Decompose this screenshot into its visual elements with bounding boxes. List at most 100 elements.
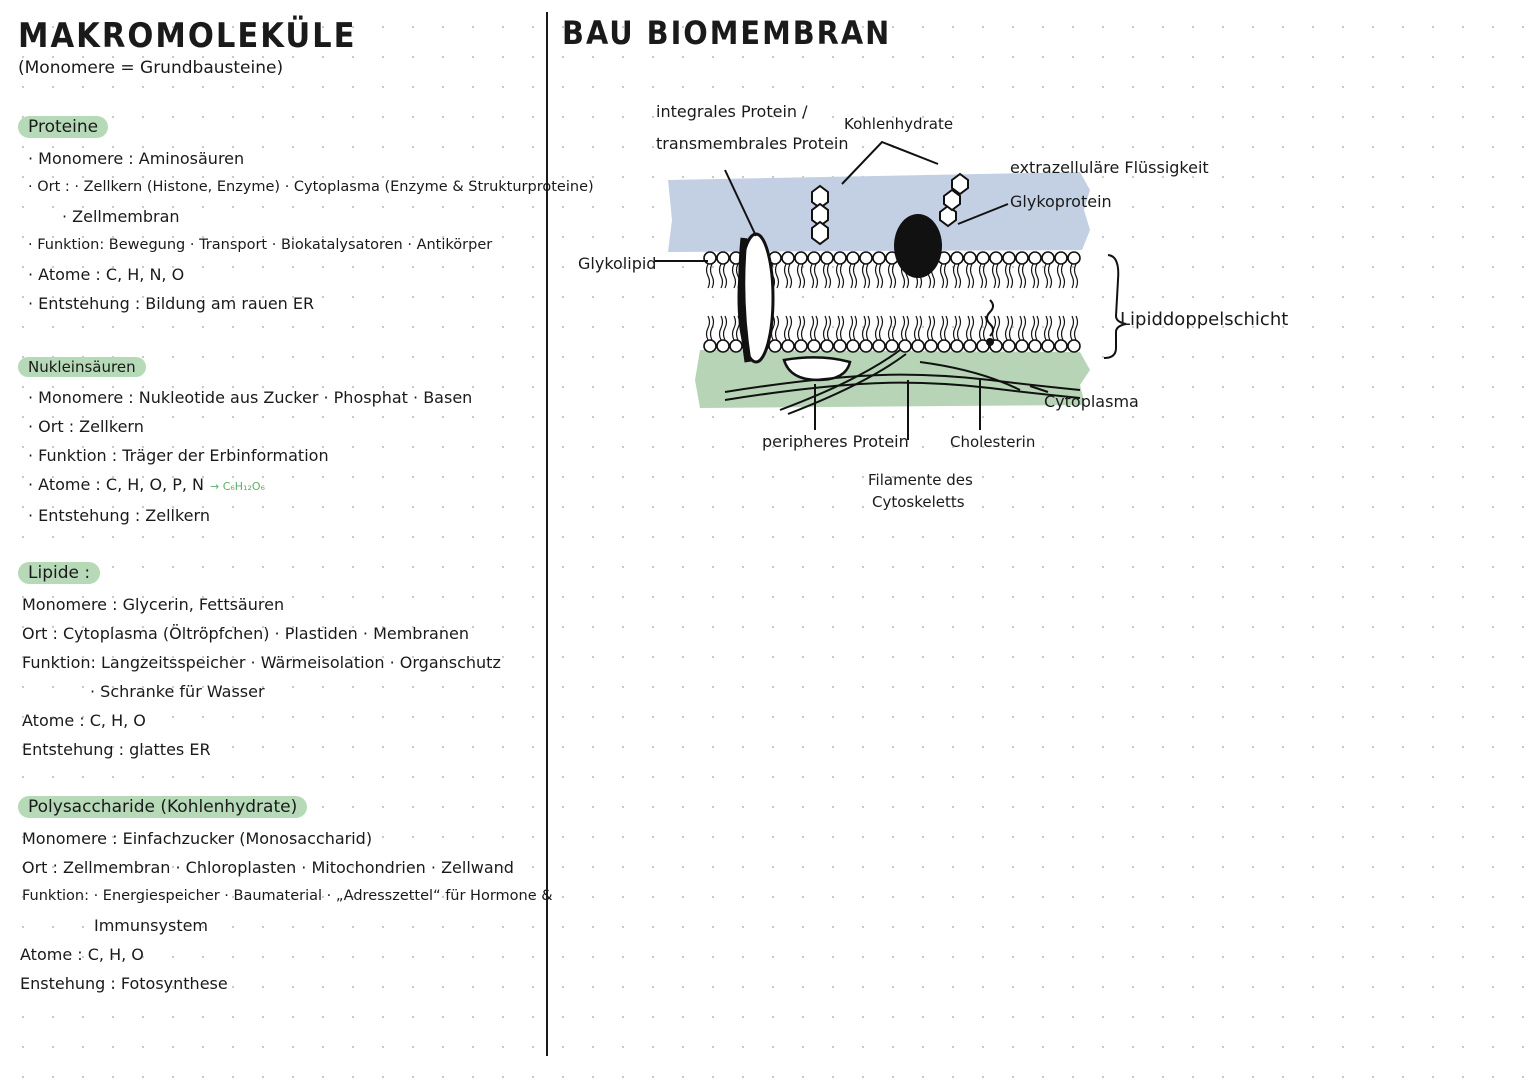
section-line: · Entstehung : Bildung am rauen ER bbox=[28, 294, 315, 313]
section-line: Enstehung : Fotosynthese bbox=[20, 974, 228, 993]
section-line: Immunsystem bbox=[94, 916, 209, 935]
phospholipid-tail bbox=[939, 263, 949, 289]
phospholipid-tail bbox=[978, 263, 988, 289]
section-heading: Polysaccharide (Kohlenhydrate) bbox=[18, 796, 308, 818]
phospholipid-tail bbox=[718, 263, 728, 289]
phospholipid-tail bbox=[991, 263, 1001, 289]
phospholipid-head bbox=[703, 251, 717, 265]
phospholipid-head bbox=[794, 251, 808, 265]
phospholipid-head bbox=[1041, 339, 1055, 353]
label-peripheral-protein: peripheres Protein bbox=[762, 432, 909, 451]
phospholipid-head bbox=[859, 339, 873, 353]
label-lipid-bilayer: Lipiddoppelschicht bbox=[1120, 309, 1289, 330]
phospholipid-head bbox=[976, 339, 990, 353]
phospholipid-head bbox=[768, 339, 782, 353]
phospholipid-tail bbox=[783, 315, 793, 341]
glucose-formula: → C₆H₁₂O₆ bbox=[210, 480, 265, 493]
phospholipid-head bbox=[1054, 251, 1068, 265]
section-line: Atome : C, H, O bbox=[22, 711, 146, 730]
section-line: Atome : C, H, O bbox=[20, 945, 144, 964]
phospholipid-tail bbox=[1030, 263, 1040, 289]
section-line: · Monomere : Nukleotide aus Zucker · Pho… bbox=[28, 388, 473, 407]
phospholipid-tail bbox=[1056, 315, 1066, 341]
phospholipid-head bbox=[703, 339, 717, 353]
phospholipid-tail bbox=[822, 315, 832, 341]
label-carbohydrates: Kohlenhydrate bbox=[844, 115, 954, 133]
section-line: Ort : Zellmembran · Chloroplasten · Mito… bbox=[22, 858, 514, 877]
phospholipid-tail bbox=[887, 315, 897, 341]
phospholipid-tail bbox=[783, 263, 793, 289]
phospholipid-tail bbox=[1069, 263, 1079, 289]
section-line: · Entstehung : Zellkern bbox=[28, 506, 210, 525]
phospholipid-tail bbox=[1017, 315, 1027, 341]
phospholipid-head bbox=[872, 339, 886, 353]
phospholipid-head bbox=[846, 339, 860, 353]
phospholipid-tail bbox=[978, 315, 988, 341]
atoms-text: · Atome : C, H, O, P, N bbox=[28, 475, 204, 494]
phospholipid-tail bbox=[900, 315, 910, 341]
phospholipid-head bbox=[1028, 251, 1042, 265]
phospholipid-tail bbox=[1004, 263, 1014, 289]
label-extracellular-fluid: extrazelluläre Flüssigkeit bbox=[1010, 158, 1209, 177]
left-column: MAKROMOLEKÜLE (Monomere = Grundbausteine… bbox=[18, 16, 538, 78]
phospholipid-head bbox=[1028, 339, 1042, 353]
leader-lines bbox=[655, 140, 1049, 440]
section-line: · Funktion: Bewegung · Transport · Bioka… bbox=[28, 237, 493, 253]
phospholipid-tail bbox=[796, 263, 806, 289]
phospholipid-head bbox=[729, 339, 743, 353]
phospholipid-tail bbox=[1030, 315, 1040, 341]
phospholipid-head bbox=[833, 251, 847, 265]
phospholipid-tail bbox=[965, 315, 975, 341]
phospholipid-tail bbox=[718, 315, 728, 341]
phospholipid-head bbox=[833, 339, 847, 353]
phospholipid-head bbox=[716, 339, 730, 353]
phospholipid-tail bbox=[705, 315, 715, 341]
section-heading: Lipide : bbox=[18, 562, 101, 584]
extracellular-region bbox=[668, 172, 1090, 252]
phospholipid-head bbox=[1002, 251, 1016, 265]
section-lipide: Lipide : Monomere : Glycerin, Fettsäuren… bbox=[18, 562, 538, 764]
phospholipid-tail bbox=[1056, 263, 1066, 289]
glycoprotein-carbohydrate-chain bbox=[939, 172, 969, 228]
phospholipid-head bbox=[807, 251, 821, 265]
phospholipid-tail bbox=[887, 263, 897, 289]
phospholipid-head bbox=[1054, 339, 1068, 353]
phospholipid-head bbox=[1041, 251, 1055, 265]
phospholipid-tail bbox=[835, 263, 845, 289]
glycoprotein bbox=[894, 214, 942, 278]
phospholipid-head bbox=[937, 339, 951, 353]
phospholipid-head bbox=[963, 251, 977, 265]
phospholipid-tail bbox=[822, 263, 832, 289]
phospholipid-head bbox=[1015, 339, 1029, 353]
integral-protein-shadow bbox=[738, 237, 752, 363]
section-line: Funktion: Langzeitsspeicher · Wärmeisola… bbox=[22, 653, 501, 672]
section-heading: Proteine bbox=[18, 116, 109, 138]
section-heading: Nukleinsäuren bbox=[18, 357, 146, 377]
section-line: · Atome : C, H, N, O bbox=[28, 265, 185, 284]
phospholipid-tail bbox=[809, 315, 819, 341]
phospholipid-tail bbox=[861, 315, 871, 341]
label-cholesterol: Cholesterin bbox=[950, 433, 1036, 451]
phospholipid-tail bbox=[952, 315, 962, 341]
phospholipid-tail bbox=[809, 263, 819, 289]
phospholipid-tail bbox=[861, 263, 871, 289]
phospholipid-head bbox=[794, 339, 808, 353]
section-line: Monomere : Einfachzucker (Monosaccharid) bbox=[22, 829, 373, 848]
section-line: · Zellmembran bbox=[62, 207, 180, 226]
bilayer-bracket bbox=[1103, 254, 1127, 359]
section-line: Entstehung : glattes ER bbox=[22, 740, 211, 759]
phospholipid-head bbox=[1002, 339, 1016, 353]
phospholipid-head bbox=[950, 339, 964, 353]
phospholipid-tail bbox=[1069, 315, 1079, 341]
phospholipid-tail bbox=[1043, 263, 1053, 289]
phospholipid-tail bbox=[1004, 315, 1014, 341]
section-line: Monomere : Glycerin, Fettsäuren bbox=[22, 595, 285, 614]
phospholipid-tail bbox=[1043, 315, 1053, 341]
section-line: · Atome : C, H, O, P, N → C₆H₁₂O₆ bbox=[18, 470, 538, 501]
phospholipid-head bbox=[1015, 251, 1029, 265]
label-integral-protein: integrales Protein / bbox=[656, 102, 808, 121]
diagram-title: BAU BIOMEMBRAN bbox=[562, 14, 892, 52]
phospholipid-head bbox=[963, 339, 977, 353]
phospholipid-tail bbox=[965, 263, 975, 289]
phospholipid-tail bbox=[705, 263, 715, 289]
